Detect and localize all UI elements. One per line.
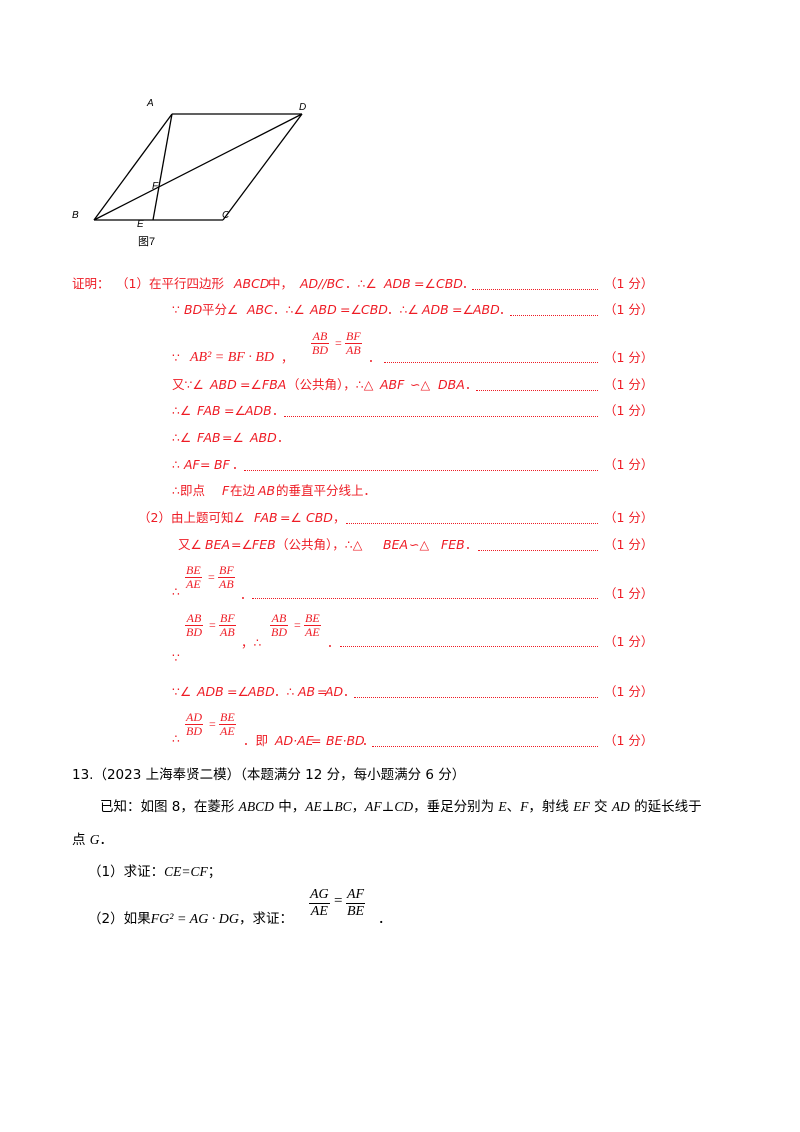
seg-ae: [152, 113, 173, 221]
label-e: E: [137, 219, 144, 230]
score-10: （1 分）: [604, 634, 654, 649]
score-2: （1 分）: [604, 302, 654, 317]
question-heading: 13.（2023 上海奉贤二模）（本题满分 12 分，每小题满分 6 分）: [72, 767, 466, 783]
score-11: （1 分）: [604, 684, 654, 699]
label-a: A: [146, 98, 154, 109]
sub-question-2: （2）如果FG² = AG · DG，求证：: [88, 911, 294, 927]
proof-label: 证明：: [72, 276, 110, 291]
score-6: （1 分）: [604, 457, 654, 472]
edge-dc: [222, 113, 303, 221]
therefore-mark: ∴: [172, 584, 180, 599]
sub-question-1: （1）求证：CE=CF；: [88, 864, 222, 880]
label-f: F: [152, 181, 159, 192]
score-8: （1 分）: [604, 537, 654, 552]
question-stem-line-1: 已知：如图 8，在菱形 ABCD 中，AE⊥BC，AF⊥CD，垂足分别为 E、F…: [100, 799, 702, 815]
question-stem-line-2: 点 G．: [72, 832, 114, 848]
because-mark: ∵: [172, 650, 180, 665]
label-c: C: [222, 210, 230, 221]
score-4: （1 分）: [604, 377, 654, 392]
edge-ba: [93, 113, 173, 221]
label-d: D: [299, 102, 306, 113]
score-7: （1 分）: [604, 510, 654, 525]
diag-bd: [93, 113, 303, 221]
figure-caption: 图7: [138, 235, 155, 248]
score-1: （1 分）: [604, 276, 654, 291]
score-3: （1 分）: [604, 350, 654, 365]
score-5: （1 分）: [604, 403, 654, 418]
score-9: （1 分）: [604, 586, 654, 601]
score-12: （1 分）: [604, 733, 654, 748]
figure-7-diagram: A D F B E C 图7: [72, 98, 306, 248]
label-b: B: [72, 210, 79, 221]
